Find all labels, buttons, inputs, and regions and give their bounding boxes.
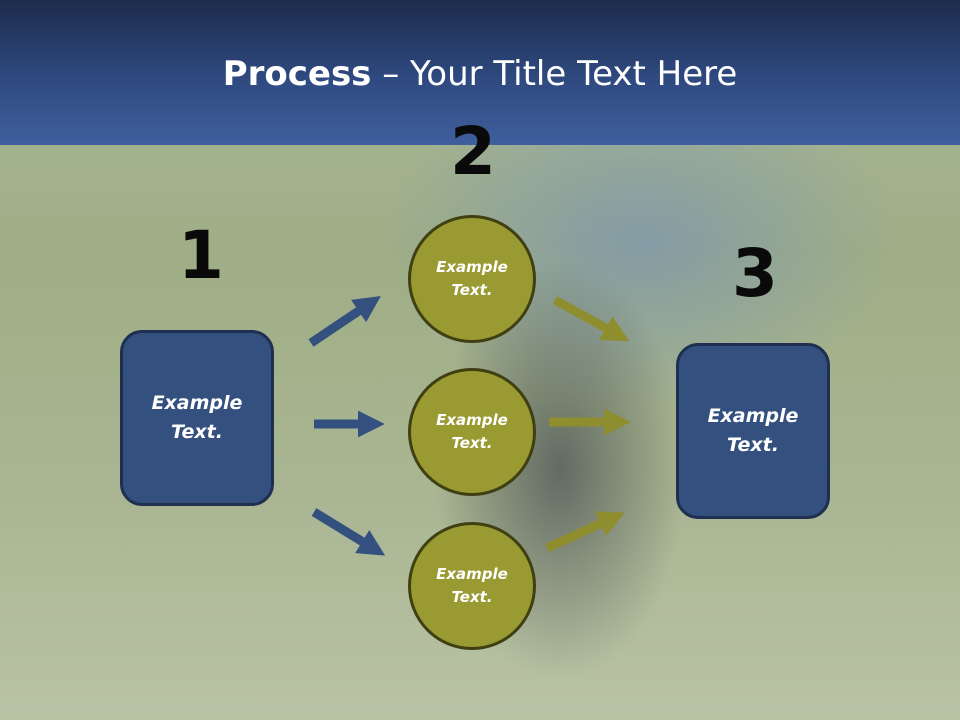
right-box[interactable]: Example Text.	[676, 343, 830, 519]
circle-top[interactable]: Example Text.	[408, 215, 536, 343]
arrow-left-to-bottom	[311, 508, 386, 556]
circle-middle-text: Example Text.	[436, 411, 508, 452]
circle-top-text: Example Text.	[436, 258, 508, 299]
step-number-1: 1	[178, 217, 224, 294]
title-bold: Process	[222, 54, 372, 94]
arrow-left-to-top	[308, 295, 381, 347]
left-box[interactable]: Example Text.	[120, 330, 274, 506]
slide-title[interactable]: Process – Your Title Text Here	[0, 52, 960, 96]
step-number-3: 3	[732, 235, 778, 312]
circle-bottom-text: Example Text.	[436, 565, 508, 606]
circle-bottom[interactable]: Example Text.	[408, 522, 536, 650]
right-box-text: Example Text.	[707, 405, 799, 456]
title-rest: – Your Title Text Here	[371, 54, 738, 94]
left-box-text: Example Text.	[151, 392, 243, 443]
title-bar	[0, 0, 960, 145]
step-number-2: 2	[450, 113, 496, 190]
arrow-bottom-to-right	[545, 511, 625, 553]
circle-middle[interactable]: Example Text.	[408, 368, 536, 496]
arrow-top-to-right	[552, 296, 630, 342]
